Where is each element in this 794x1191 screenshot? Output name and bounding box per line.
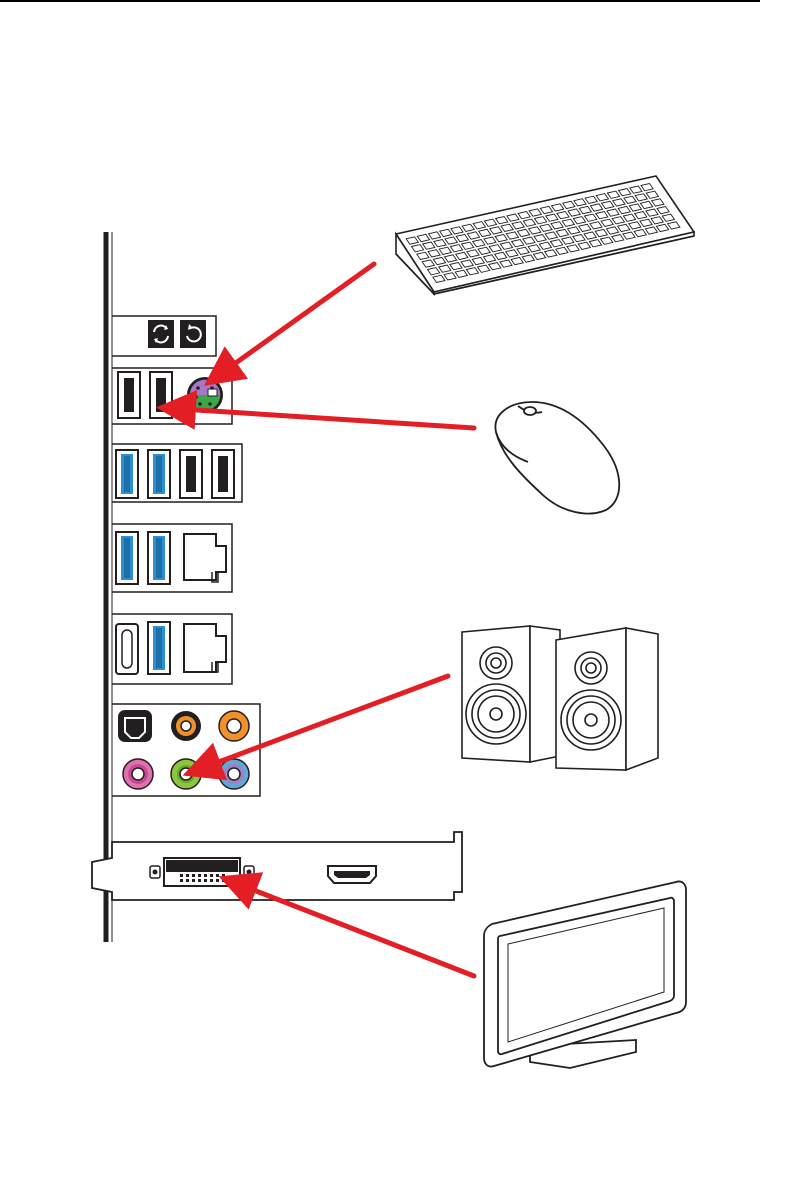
speaker-left [462,626,560,762]
speakers-icon [462,626,658,770]
button-block [112,316,216,356]
lan-port[interactable] [184,534,226,582]
usb-lan-block [112,524,232,592]
mouse-icon [495,402,619,514]
audio-jack-orange[interactable] [219,711,249,741]
audio-block [112,704,260,796]
usb3-port[interactable] [116,450,138,498]
audio-jack-orange[interactable] [171,711,201,741]
keyboard-icon [396,176,694,294]
usb-c-port[interactable] [116,624,138,674]
clear-cmos-icon[interactable] [148,320,174,348]
usb-port[interactable] [212,450,234,498]
hdmi-port[interactable] [328,866,376,883]
usb-port[interactable] [118,372,140,418]
optical-spdif-port[interactable] [118,710,152,742]
arrow-mouse-to-usb [166,408,474,428]
audio-jack-blue[interactable] [219,759,249,789]
usb3-port[interactable] [116,532,138,584]
usb3-port[interactable] [148,450,170,498]
usb-port[interactable] [150,372,172,418]
usb3-port[interactable] [148,532,170,584]
flash-bios-icon[interactable] [180,320,206,348]
ps2-port[interactable] [188,378,222,412]
monitor-icon [484,881,686,1068]
graphics-card-bracket [92,832,462,900]
usb-quad-block [112,444,242,502]
audio-jack-pink[interactable] [123,759,153,789]
rear-io-panel [92,232,462,942]
speaker-right [556,628,658,770]
lan-port[interactable] [184,624,226,672]
usb3-port[interactable] [148,622,170,674]
audio-line-out[interactable] [171,759,201,789]
usbc-lan-block [112,614,232,684]
usb-port[interactable] [180,450,202,498]
arrow-keyboard-to-ps2 [212,264,374,380]
